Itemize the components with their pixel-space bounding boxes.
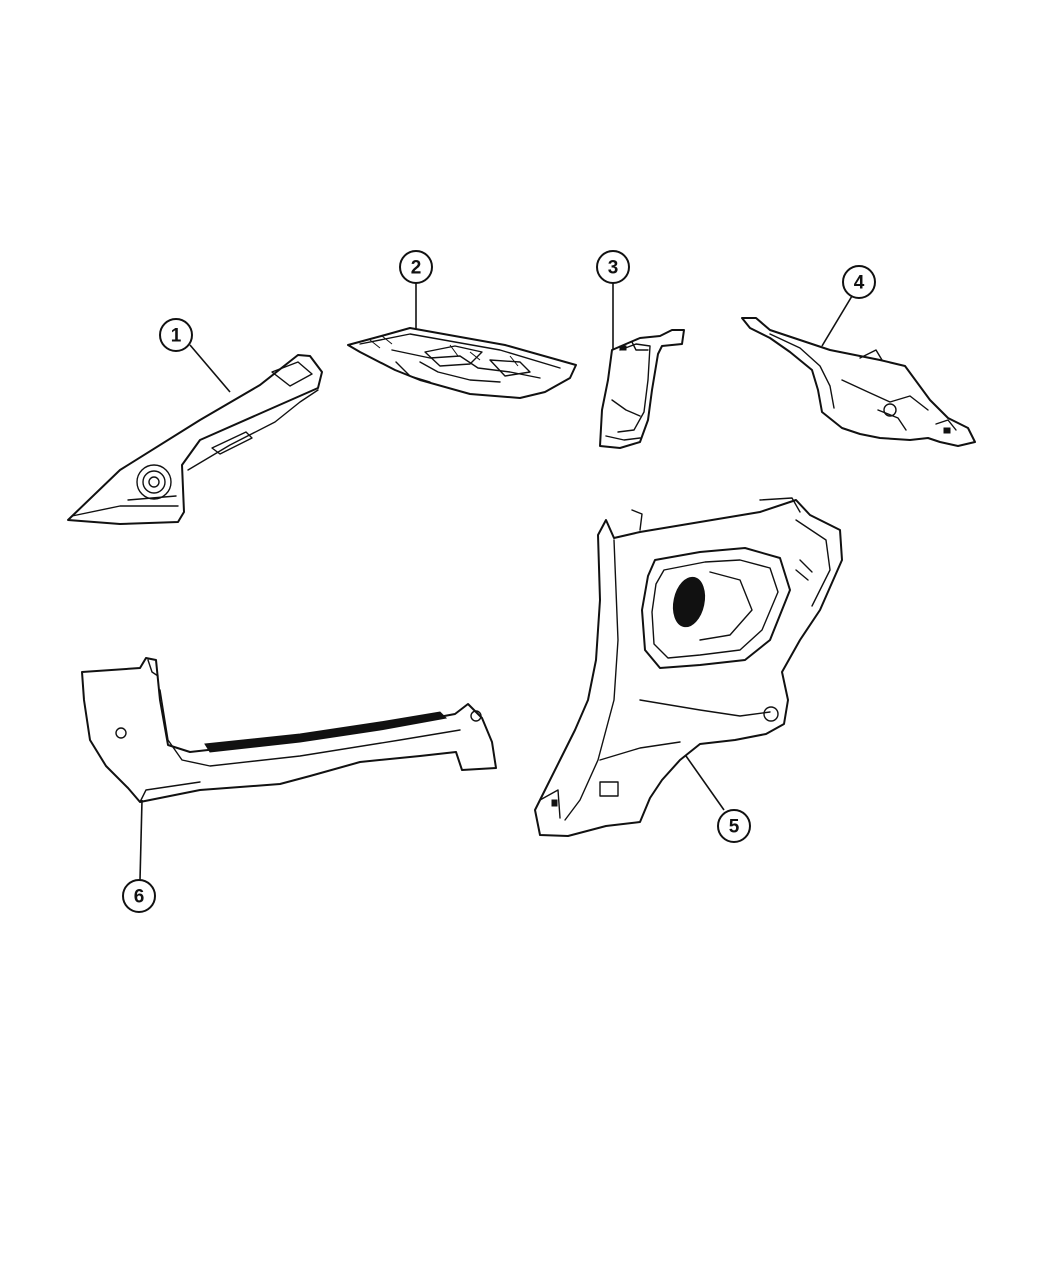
callout-6: 6 [122, 879, 156, 913]
leader-lines [139, 283, 853, 881]
part-1-a-pillar-trim [67, 354, 323, 525]
callout-label-1: 1 [171, 326, 182, 347]
callout-label-2: 2 [411, 258, 422, 279]
callout-5: 5 [717, 809, 751, 843]
callout-label-3: 3 [608, 258, 619, 279]
leader-line-5 [685, 755, 725, 811]
part-4-quarter-trim [741, 317, 976, 447]
callout-2: 2 [399, 250, 433, 284]
leader-line-4 [821, 295, 853, 347]
callout-3: 3 [596, 250, 630, 284]
leader-line-1 [189, 344, 231, 393]
callout-label-6: 6 [134, 887, 145, 908]
callout-label-4: 4 [854, 273, 865, 294]
part-6-sill-trim [81, 657, 497, 803]
leader-line-6 [139, 799, 143, 881]
part-2-floor-panel [347, 327, 577, 399]
part-3-pillar-trim [599, 329, 685, 449]
part-5-quarter-trim-panel [534, 497, 843, 837]
callout-label-5: 5 [729, 817, 740, 838]
callout-4: 4 [842, 265, 876, 299]
callout-1: 1 [159, 318, 193, 352]
